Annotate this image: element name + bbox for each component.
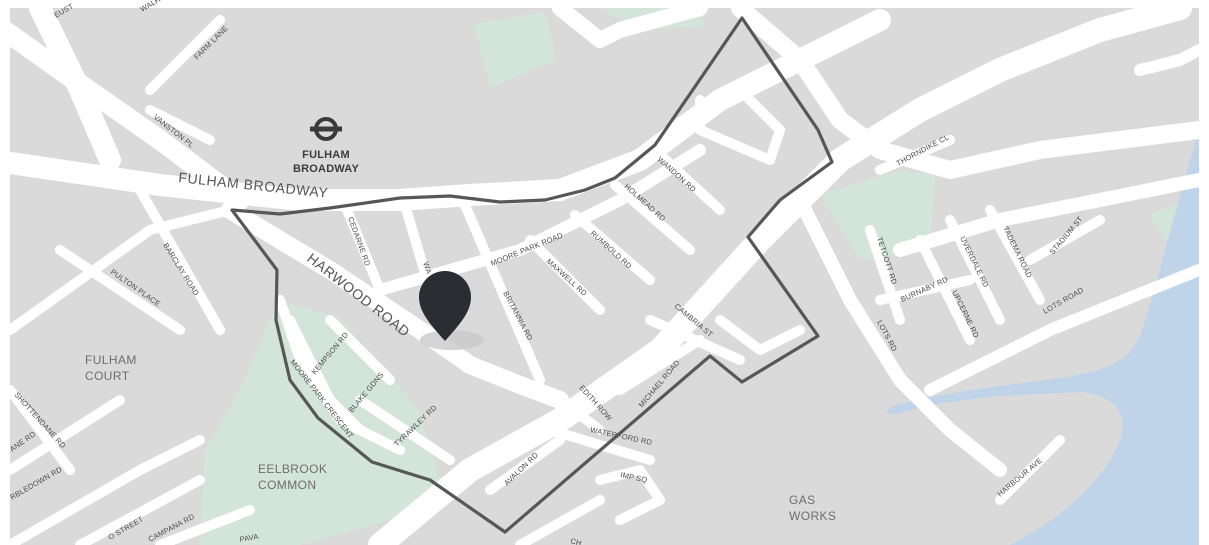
road-sw-4 <box>155 505 255 545</box>
road-sw-3 <box>75 475 205 545</box>
road-moore-park <box>374 144 706 296</box>
park-north <box>474 12 556 88</box>
label-wa: WA <box>421 261 434 276</box>
road-harbour <box>995 435 1065 505</box>
road-avalon <box>485 435 565 495</box>
road-stadium <box>1025 215 1105 265</box>
road-north-loop <box>695 85 785 165</box>
area-eelbrook-line2: COMMON <box>258 478 316 492</box>
area-fulham-court-line1: FULHAM <box>85 353 137 367</box>
road-michael <box>615 335 705 395</box>
road-holmead <box>610 180 695 255</box>
road-tetcott <box>865 225 905 325</box>
road-tadema <box>985 205 1045 305</box>
river-thames <box>887 130 1199 545</box>
label-pa: PAVA <box>239 532 259 544</box>
road-blake <box>325 315 395 385</box>
road-lots-road-east <box>924 264 1205 396</box>
road-uverdale <box>945 215 1005 325</box>
pin-shadow <box>420 330 484 350</box>
road-west-cross <box>5 205 235 335</box>
road-barclay-road <box>135 185 225 335</box>
roundel-bar <box>310 126 342 132</box>
road-cambria <box>645 315 745 365</box>
river <box>887 130 1199 545</box>
underground-roundel-icon[interactable] <box>310 117 342 141</box>
road-west-diag <box>0 14 250 210</box>
road-crescent <box>275 295 405 455</box>
road-burnaby <box>875 275 975 305</box>
road-sw-1 <box>5 395 125 475</box>
road-se-loop <box>715 315 805 355</box>
map-pin-icon[interactable] <box>419 271 471 341</box>
road-maxwell <box>525 235 605 315</box>
road-cedarne <box>340 200 385 295</box>
pin-body <box>419 271 471 341</box>
road-wandon <box>650 145 725 215</box>
label-ch: CH <box>569 536 582 545</box>
road-northeast <box>731 0 1208 179</box>
road-south <box>515 495 605 545</box>
station-name-line2[interactable]: BROADWAY <box>293 163 359 175</box>
road-edith-row <box>555 395 605 435</box>
road-shottendane <box>5 385 75 475</box>
road-ne-curve <box>1134 44 1205 76</box>
area-gas-line2: WORKS <box>789 509 836 523</box>
road-upcerne <box>915 235 975 345</box>
road-pulton-place <box>55 245 185 335</box>
area-fulham-court-line2: COURT <box>85 369 130 383</box>
road-east-kings <box>893 173 1206 257</box>
road-north-top <box>552 0 708 48</box>
road-tyrawley <box>355 395 455 465</box>
road-rumbold <box>570 210 655 285</box>
road-thorndike <box>875 135 955 175</box>
area-boundary <box>230 16 834 534</box>
road-sw-2 <box>5 435 205 545</box>
road-farm-lane <box>145 15 225 95</box>
station-name-line1[interactable]: FULHAM <box>302 149 350 161</box>
park-east <box>820 170 935 260</box>
area-eelbrook-line1: EELBROOK <box>258 462 327 476</box>
road-britannia <box>460 200 545 385</box>
road-imp-sq <box>595 465 665 525</box>
road-waterford <box>545 425 655 465</box>
road-vanston-pl <box>145 105 215 145</box>
area-gas-line1: GAS <box>789 493 816 507</box>
road-lots-road <box>793 193 1007 477</box>
